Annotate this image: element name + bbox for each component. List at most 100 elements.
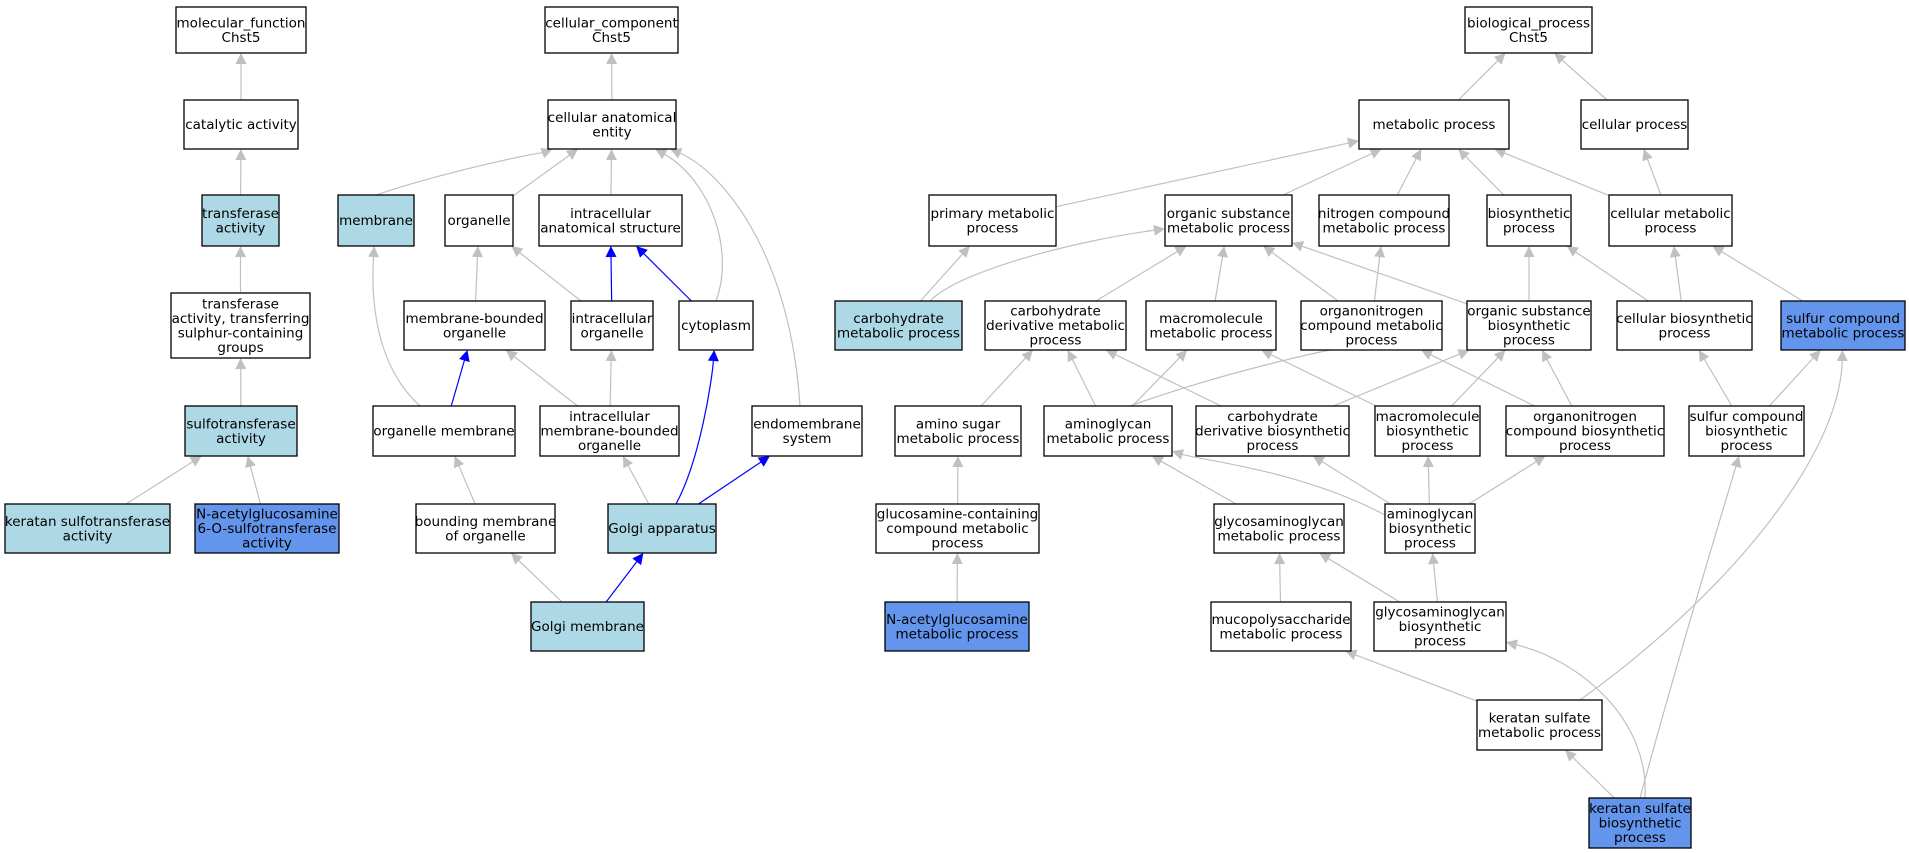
go-term-node-cat[interactable]: catalytic activity [183,99,299,150]
edge-mmp-to-osmp [1214,246,1228,302]
edge-line [1571,756,1615,799]
node-label-line: cytoplasm [681,318,751,334]
node-label-line: of organelle [445,528,525,544]
node-label-line: 6-O-sulfotransferase [198,521,337,537]
go-term-node-mp[interactable]: metabolic process [1358,99,1510,150]
edge-osbp-to-osmp [1292,241,1468,305]
edge-ocbp-to-osbp [1542,350,1573,407]
edge-line [125,460,194,505]
edge-cp-to-bp [1554,53,1608,101]
edge-gagmp-to-agmp [1151,456,1237,505]
node-box [1213,503,1345,554]
edge-line [1321,460,1391,505]
go-term-node-om[interactable]: organelle membrane [372,405,516,457]
edge-line [1181,453,1386,516]
edge-arrowhead [235,53,247,64]
node-box [570,300,654,351]
node-label-line: biosynthetic [1599,816,1682,832]
edge-arrowhead [1506,639,1518,651]
edge-agbp-to-cdbp [1312,456,1391,505]
go-term-node-cyt[interactable]: cytoplasm [678,300,754,351]
node-label-line: process [1414,634,1466,650]
go-term-node-nag6[interactable]: N-acetylglucosamine6-O-sulfotransferasea… [194,503,340,554]
node-label-line: derivative biosynthetic [1195,424,1350,440]
go-term-node-mem[interactable]: membrane [337,194,415,247]
node-box [1164,194,1293,247]
edge-nag6-to-sul [245,456,262,505]
go-term-node-gm[interactable]: Golgi membrane [530,601,645,652]
edge-scbp-to-cbp [1698,350,1733,407]
edge-agbp-to-agmp [1172,449,1386,516]
node-label-line: sulphur-containing [178,325,304,341]
edge-line [1373,255,1381,302]
edge-cdbp-to-cdmp [1105,349,1222,407]
edge-mem-to-cae [375,148,553,196]
node-box [834,300,963,351]
edge-arrowhead [1274,553,1286,565]
edge-arrowhead [235,149,247,161]
go-term-node-org[interactable]: organelle [444,194,514,247]
edge-arrowhead [245,456,256,469]
edge-line [642,252,692,302]
node-label-line: aminoglycan [1065,416,1152,432]
go-term-node-cp[interactable]: cellular process [1580,99,1689,150]
edge-line [1214,255,1224,302]
edge-trs-to-tra [235,246,246,293]
node-label-line: Golgi membrane [531,619,644,635]
edge-arrowhead [1554,53,1567,65]
edge-arrowhead [606,53,618,65]
edge-line [1396,157,1418,196]
edge-cat-to-mf [235,53,247,100]
edge-gagbp-to-gagmp [1319,553,1401,603]
node-label-line: metabolic process [1220,626,1343,642]
edge-ocbp-to-ocmp [1421,349,1535,407]
edge-ocmp-to-ncmp [1373,246,1386,302]
edge-arrowhead [1105,349,1119,360]
node-label-line: activity [242,536,292,552]
edge-arrowhead [1542,350,1553,363]
edge-line [698,461,762,505]
go-term-node-ga[interactable]: Golgi apparatus [607,503,717,554]
edge-line [1574,251,1649,302]
